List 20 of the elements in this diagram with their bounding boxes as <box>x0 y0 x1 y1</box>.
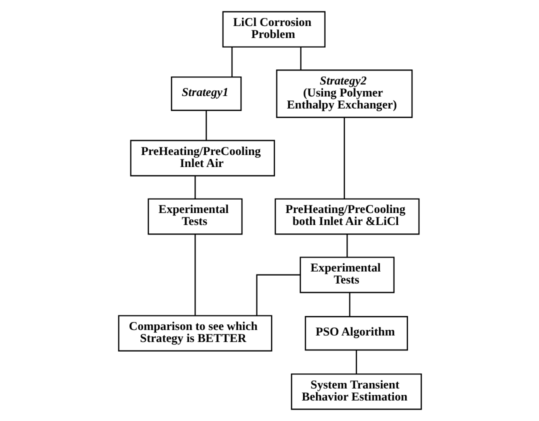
connector <box>355 350 357 374</box>
connector <box>230 47 232 77</box>
node-box: PSO Algorithm <box>304 316 408 351</box>
node-box: LiCl Corrosion Problem <box>222 11 326 48</box>
connector <box>300 47 301 70</box>
connector <box>343 117 344 199</box>
connector <box>205 110 206 140</box>
node-box: PreHeating/PreCooling both Inlet Air &LiCl <box>274 198 420 235</box>
node-box: Strategy2 (Using Polymer Enthalpy Exchanger) <box>276 70 412 118</box>
node-box: PreHeating/PreCooling Inlet Air <box>130 140 274 176</box>
connector <box>256 274 300 316</box>
node-box: Experimental Tests <box>299 256 394 294</box>
connector <box>348 292 350 316</box>
connector <box>194 176 196 199</box>
connector <box>194 234 196 316</box>
node-box: Comparison to see which Strategy is BETTER <box>118 315 272 352</box>
node-box: System Transient Behavior Estimation <box>290 373 422 410</box>
node-box: Experimental Tests <box>147 198 242 235</box>
connector <box>346 234 348 258</box>
node-box: Strategy1 <box>170 76 242 112</box>
